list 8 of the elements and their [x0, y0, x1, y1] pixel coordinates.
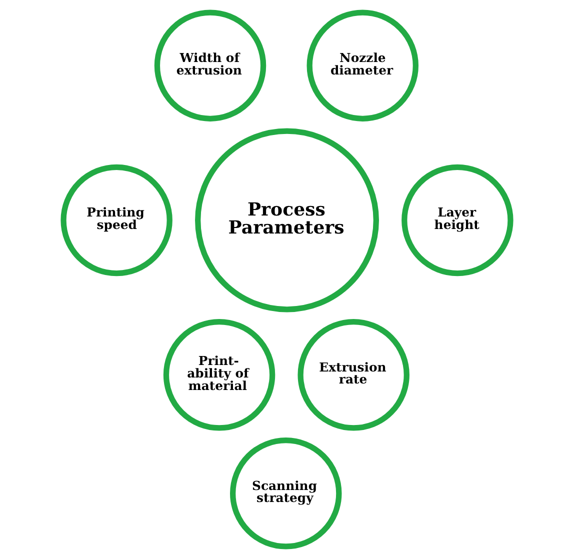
node-circle: Print-ability of material	[163, 319, 276, 431]
node-circle: Scanning strategy	[230, 438, 342, 550]
node-circle: Process Parameters	[195, 128, 379, 312]
node-circle: Width of extrusion	[154, 10, 266, 122]
node-circle: Printing speed	[60, 164, 172, 276]
node-circle: Layer height	[402, 164, 514, 276]
node-circle: Extrusion rate	[298, 319, 410, 431]
node-circle: Nozzle diameter	[306, 10, 418, 122]
